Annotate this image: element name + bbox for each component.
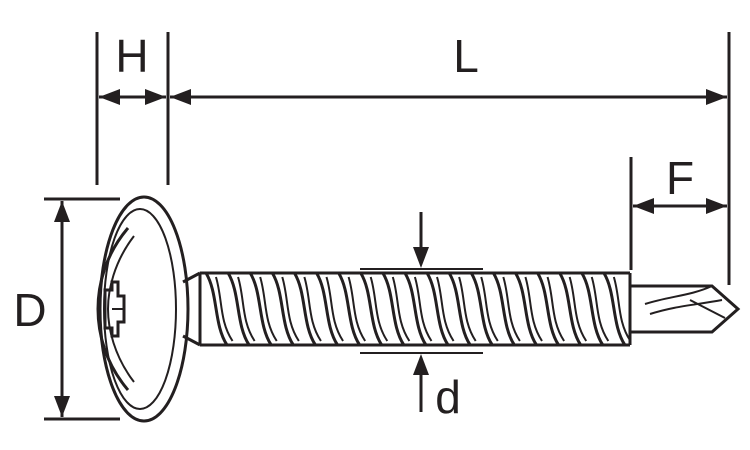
h-label: H [115,30,148,82]
thread-root [590,276,610,342]
shank-taper-top [182,271,201,284]
thread-root [214,276,234,342]
thread-root [568,276,588,342]
thread-crest [337,272,361,346]
d-minor-arrow-bottom [413,354,429,375]
head-dome-inner [106,235,135,383]
thread-crest [226,272,251,346]
thread-root [391,276,411,342]
thread-root [237,276,256,342]
thread-crest [315,272,339,346]
thread-crest [359,272,384,346]
thread-root [281,276,300,342]
l-arrow-left [170,89,191,105]
drill-point [630,284,741,334]
washer-outer-edge [98,195,190,423]
l-label: L [453,30,479,82]
thread-crest [425,272,450,346]
thread-crest [271,272,295,346]
thread-root [502,276,521,342]
f-label: F [666,152,694,204]
h-arrow-left [99,89,120,105]
l-arrow-right [706,89,727,105]
washer-head [96,195,190,423]
thread-crest [469,272,494,346]
shank-taper-bottom [182,334,201,347]
thread-root [347,276,366,342]
thread-root [458,276,477,342]
dimension-d-minor: d [360,212,483,423]
thread-crest [381,272,406,346]
d-arrow-bottom [54,396,70,417]
d-arrow-top [54,201,70,222]
thread-helix [204,272,632,346]
drill-point-outline [630,284,741,334]
thread-crest [492,272,516,346]
thread-crest [447,272,472,346]
thread-root [369,276,389,342]
dimension-l: L [170,30,731,285]
drill-flute-middle [649,299,723,315]
d-minor-label: d [435,371,461,423]
thread-root [546,276,565,342]
thread-root [413,276,433,342]
thread-root [436,276,455,342]
d-major-label: D [13,284,46,336]
thread-crest [293,272,317,346]
dimension-h: H [95,30,170,185]
d-minor-arrow-top [413,247,429,268]
thread-root [325,276,344,342]
thread-crest [602,272,627,346]
phillips-recess-icon [103,280,126,338]
thread-root [524,276,543,342]
thread-root [303,276,322,342]
thread-crest [403,272,428,346]
screw [96,195,741,423]
h-arrow-right [145,89,166,105]
thread-root [259,276,278,342]
f-arrow-left [633,198,654,214]
f-arrow-right [706,198,727,214]
dimension-d-major: D [13,197,120,421]
thread-crest [580,272,605,346]
thread-crest [248,272,273,346]
thread-root [612,276,632,342]
dimension-f: F [629,152,727,270]
thread-crest [204,272,229,346]
head-dome [96,227,130,391]
thread-crest [514,272,538,346]
drill-flute-top [644,285,713,305]
threaded-shank [182,271,632,347]
thread-root [480,276,499,342]
thread-crest [558,272,582,346]
thread-crest [536,272,560,346]
drill-flute-cut [689,299,726,319]
